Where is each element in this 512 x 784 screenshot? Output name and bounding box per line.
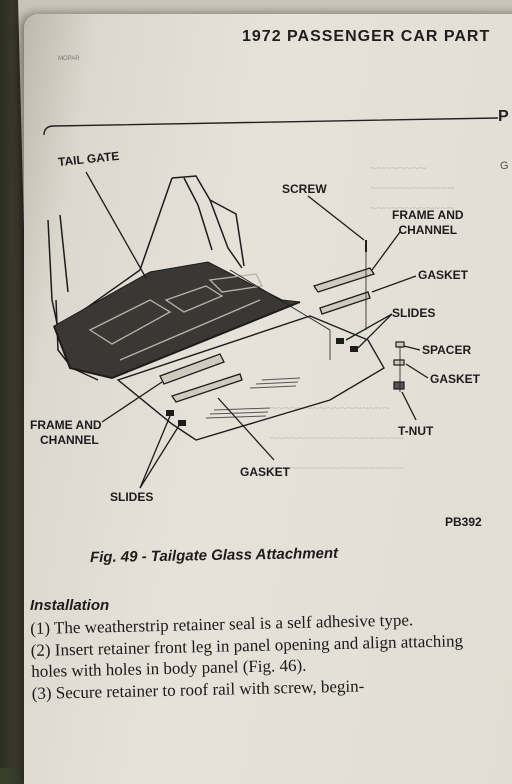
frame-channel-left [159,353,243,403]
label-gasket-right: GASKET [430,372,481,386]
tailgate-glass-diagram [47,171,429,489]
alignment-lines [229,252,401,392]
bleed-through-text: ~~~~~~~~~~~~~~~~~ [270,400,390,415]
tailgate-glass [116,315,385,441]
label-spacer: SPACER [422,343,472,357]
header-rule [43,117,499,136]
label-frame-channel-left-line2: CHANNEL [40,433,99,447]
frame-channel-top [312,267,376,315]
label-frame-channel-left: FRAME AND CHANNEL [30,418,102,448]
installation-text: (1) The weatherstrip retainer seal is a … [30,607,500,705]
slides-top [336,338,358,352]
label-frame-channel-top-line1: FRAME AND [392,208,464,222]
bleed-through-text: ~~~~~~~~ [370,160,427,175]
page-letter: P [498,108,509,125]
bleed-through-text: ~~~~~~~~~~~~~~~~~~~ [270,460,404,475]
bleed-through-text: ~~~~~~~~~~~~ [370,200,455,215]
label-screw: SCREW [282,182,327,196]
label-frame-channel-top-line2: CHANNEL [398,223,458,237]
label-frame-channel-top: FRAME AND CHANNEL [392,208,464,238]
label-t-nut: T-NUT [398,424,434,438]
bleed-through-text: ~~~~~~~~~~~~~~~~~~~ [270,430,404,445]
leader-lines [85,171,429,489]
spacer-gasket-tnut [393,341,405,390]
label-gasket-bottom: GASKET [240,465,291,479]
section-title: Installation [30,597,110,614]
corner-mark: MOPAR [58,56,80,62]
slides-bottom [166,410,186,426]
label-slides-bottom: SLIDES [110,490,154,504]
tailgate-panel-edge [53,301,301,380]
tailgate-cutouts [88,273,263,361]
bleed-through-text: ~~~~~~~~~~~~ [370,180,455,195]
page-letter-small: G [500,160,509,172]
figure-code: PB392 [445,515,482,529]
manual-page [24,14,512,784]
label-slides-top: SLIDES [392,306,436,320]
label-gasket-top: GASKET [418,268,469,282]
page-header-title: 1972 PASSENGER CAR PART [242,28,491,45]
tailgate-body [47,175,245,381]
label-frame-channel-left-line1: FRAME AND [30,418,102,432]
